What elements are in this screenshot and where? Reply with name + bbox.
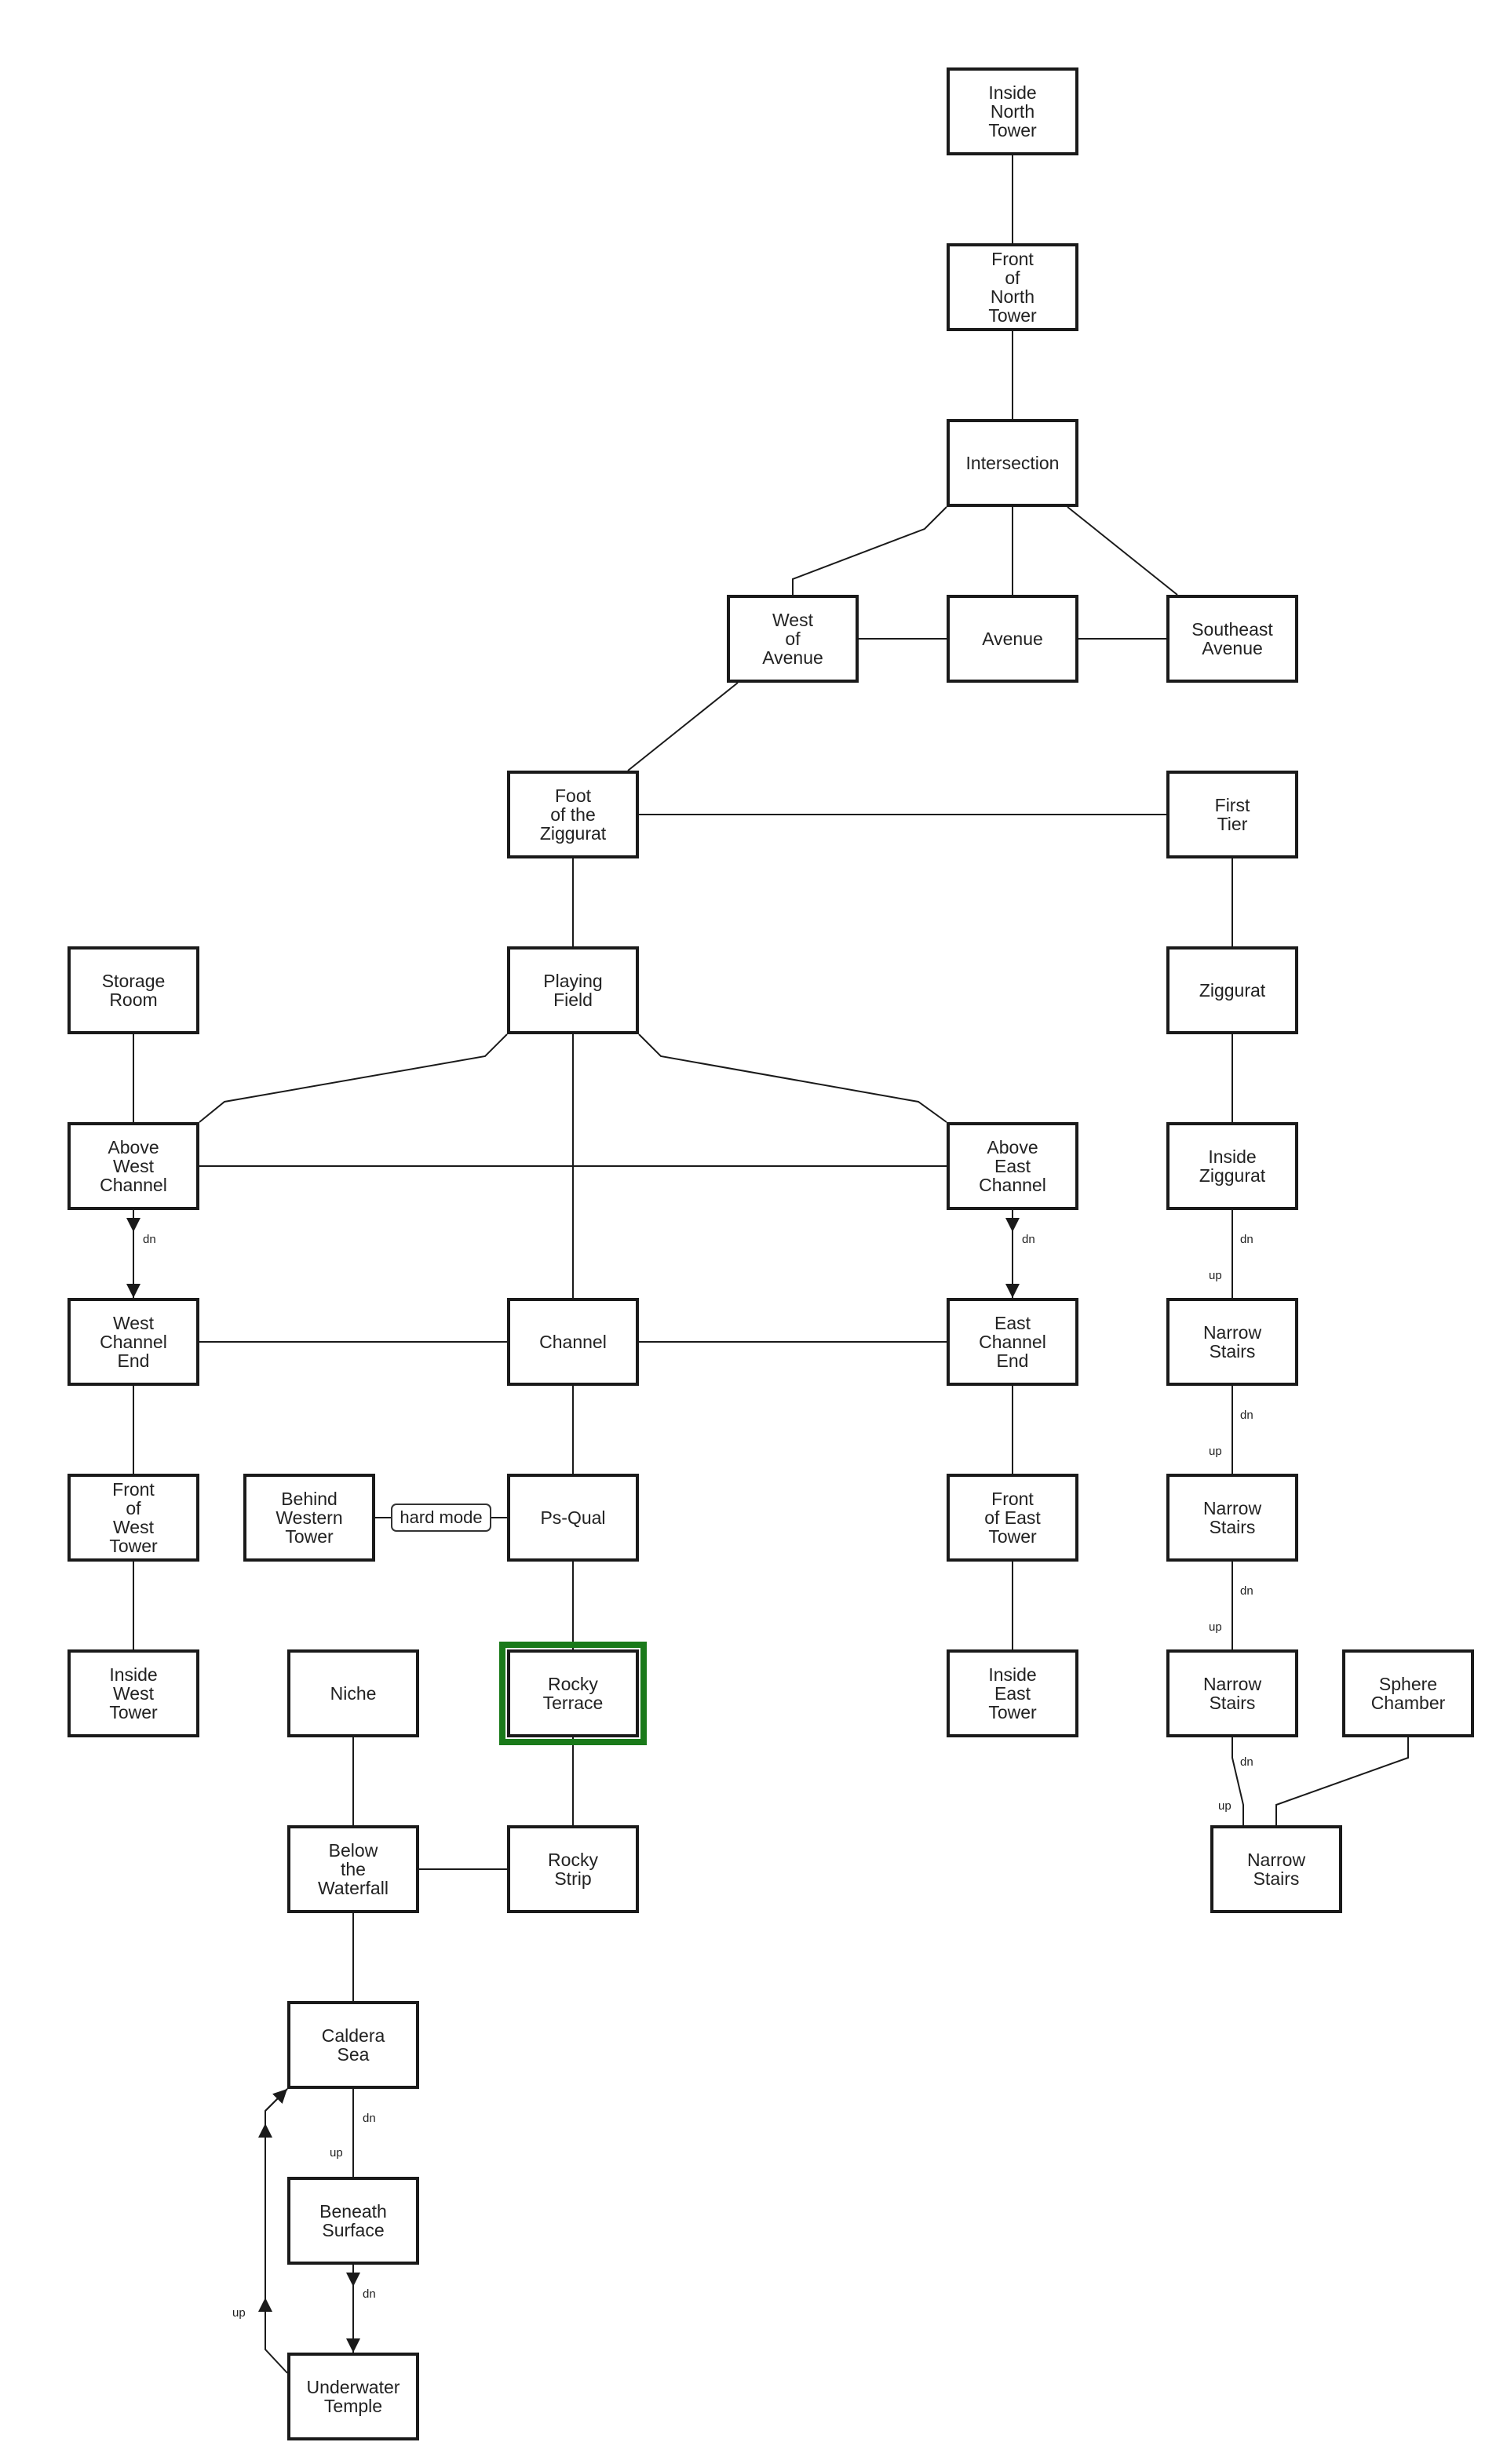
exit-label-narrow-stairs-1: dn [1240,1409,1253,1422]
connection-narrow-stairs-3-narrow-stairs-4 [1232,1737,1244,1825]
room-sphere-chamber[interactable]: Sphere Chamber [1342,1649,1474,1737]
exit-label-beneath-surface: dn [363,2287,376,2301]
room-playing-field[interactable]: Playing Field [507,946,639,1034]
room-above-east-channel[interactable]: Above East Channel [947,1122,1078,1210]
room-caldera-sea[interactable]: Caldera Sea [287,2001,419,2089]
room-east-channel-end[interactable]: East Channel End [947,1298,1078,1386]
connection-intersection-southeast-avenue [1067,506,1178,596]
room-front-of-east-tower[interactable]: Front of East Tower [947,1474,1078,1562]
connection-playing-field-above-west-channel [199,1033,508,1123]
room-channel[interactable]: Channel [507,1298,639,1386]
room-narrow-stairs-3[interactable]: Narrow Stairs [1166,1649,1298,1737]
exit-label-above-west-channel: dn [143,1233,156,1246]
room-above-west-channel[interactable]: Above West Channel [68,1122,199,1210]
room-west-channel-end[interactable]: West Channel End [68,1298,199,1386]
room-avenue[interactable]: Avenue [947,595,1078,683]
room-rocky-strip[interactable]: Rocky Strip [507,1825,639,1913]
room-narrow-stairs-1[interactable]: Narrow Stairs [1166,1298,1298,1386]
connection-note-hard-mode: hard mode [391,1504,491,1532]
room-storage-room[interactable]: Storage Room [68,946,199,1034]
exit-label-beneath-surface: up [330,2146,343,2160]
connection-underwater-temple-caldera-sea [265,2088,288,2374]
exit-label-narrow-stairs-3: up [1209,1620,1222,1634]
room-ziggurat[interactable]: Ziggurat [1166,946,1298,1034]
connection-intersection-west-of-avenue [792,506,947,595]
exit-label-narrow-stairs-4: up [1218,1799,1232,1813]
connection-playing-field-above-east-channel [638,1033,947,1123]
room-narrow-stairs-2[interactable]: Narrow Stairs [1166,1474,1298,1562]
room-southeast-avenue[interactable]: Southeast Avenue [1166,595,1298,683]
room-front-of-west-tower[interactable]: Front of West Tower [68,1474,199,1562]
exit-label-narrow-stairs-1: up [1209,1269,1222,1282]
room-first-tier[interactable]: First Tier [1166,771,1298,858]
connection-west-of-avenue-foot-of-the-ziggurat [627,682,739,771]
room-inside-ziggurat[interactable]: Inside Ziggurat [1166,1122,1298,1210]
room-ps-qual[interactable]: Ps-Qual [507,1474,639,1562]
room-beneath-surface[interactable]: Beneath Surface [287,2177,419,2265]
exit-label-narrow-stairs-3: dn [1240,1755,1253,1769]
exit-label-underwater-temple: up [232,2306,246,2320]
exit-label-narrow-stairs-2: dn [1240,1584,1253,1598]
room-front-of-north-tower[interactable]: Front of North Tower [947,243,1078,331]
exit-label-caldera-sea: dn [363,2112,376,2125]
room-niche[interactable]: Niche [287,1649,419,1737]
room-foot-of-the-ziggurat[interactable]: Foot of the Ziggurat [507,771,639,858]
room-inside-east-tower[interactable]: Inside East Tower [947,1649,1078,1737]
exit-label-narrow-stairs-2: up [1209,1445,1222,1458]
exit-label-above-east-channel: dn [1022,1233,1035,1246]
connection-sphere-chamber-narrow-stairs-4 [1275,1737,1409,1825]
room-inside-west-tower[interactable]: Inside West Tower [68,1649,199,1737]
room-rocky-terrace[interactable]: Rocky Terrace [499,1642,647,1745]
oneway-arrow [265,2088,288,2112]
room-below-the-waterfall[interactable]: Below the Waterfall [287,1825,419,1913]
room-underwater-temple[interactable]: Underwater Temple [287,2353,419,2440]
room-inside-north-tower[interactable]: Inside North Tower [947,67,1078,155]
room-west-of-avenue[interactable]: West of Avenue [727,595,859,683]
room-narrow-stairs-4[interactable]: Narrow Stairs [1210,1825,1342,1913]
room-intersection[interactable]: Intersection [947,419,1078,507]
exit-label-inside-ziggurat: dn [1240,1233,1253,1246]
room-behind-western-tower[interactable]: Behind Western Tower [243,1474,375,1562]
